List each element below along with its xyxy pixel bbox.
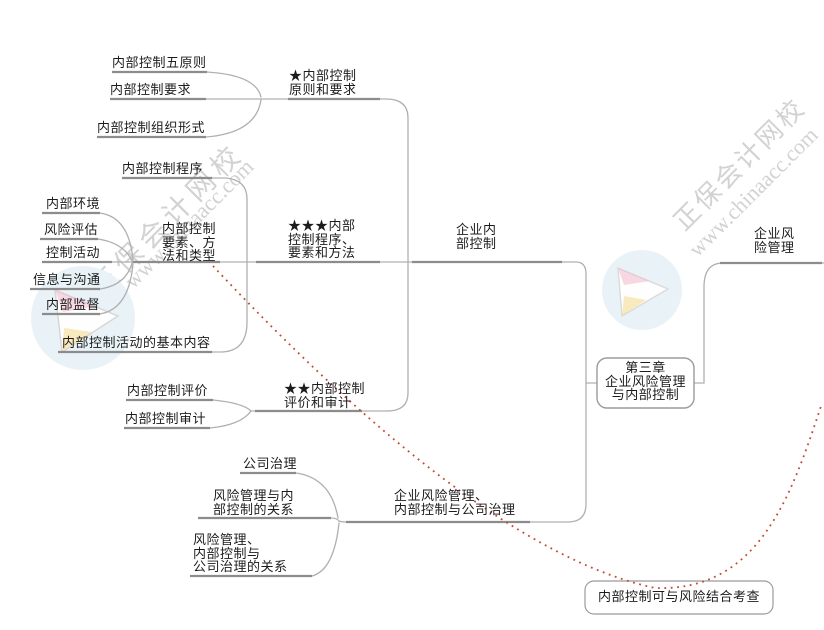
node-control-activities: 控制活动 bbox=[46, 245, 101, 260]
node-enterprise-internal-control: 企业内 部控制 bbox=[456, 222, 497, 251]
node-control-audit: 内部控制审计 bbox=[125, 411, 207, 426]
node-governance-parent: 企业风险管理、 内部控制与公司治理 bbox=[394, 488, 516, 517]
node-info-communication: 信息与沟通 bbox=[33, 272, 101, 287]
node-procedures-parent: ★★★内部 控制程序、 要素和方法 bbox=[288, 218, 356, 261]
node-risk-ic-gov-relation: 风险管理、 内部控制与 公司治理的关系 bbox=[193, 532, 288, 575]
node-control-procedure: 内部控制程序 bbox=[122, 161, 204, 176]
node-internal-environment: 内部环境 bbox=[46, 196, 101, 211]
root-node-box bbox=[596, 357, 695, 409]
watermark-logo-icon bbox=[31, 266, 135, 370]
note-box bbox=[584, 580, 774, 615]
note-label: 内部控制可与风险结合考查 bbox=[597, 589, 760, 604]
node-risk-assessment: 风险评估 bbox=[44, 222, 99, 237]
node-basic-content: 内部控制活动的基本内容 bbox=[62, 335, 211, 350]
node-five-principles: 内部控制五原则 bbox=[112, 55, 207, 70]
node-principles-parent: ★内部控制 原则和要求 bbox=[289, 68, 357, 97]
relationship-dotted-curve bbox=[212, 265, 823, 589]
node-elements-methods-types: 内部控制 要素、方 法和类型 bbox=[162, 221, 217, 264]
node-risk-ic-relation: 风险管理与内 部控制的关系 bbox=[213, 488, 295, 517]
root-node-label: 第三章 企业风险管理 与内部控制 bbox=[604, 360, 686, 403]
node-control-evaluation: 内部控制评价 bbox=[127, 383, 209, 398]
node-corporate-governance: 公司治理 bbox=[243, 456, 298, 471]
node-internal-supervision: 内部监督 bbox=[46, 297, 101, 312]
branch-connectors bbox=[97, 71, 824, 577]
watermark-logo-icon bbox=[602, 250, 682, 330]
node-underlines bbox=[30, 70, 822, 578]
node-evaluation-parent: ★★内部控制 评价和审计 bbox=[284, 381, 366, 410]
node-organization-forms: 内部控制组织形式 bbox=[97, 120, 206, 135]
node-enterprise-risk-management: 企业风 险管理 bbox=[754, 226, 795, 255]
node-control-requirements: 内部控制要求 bbox=[110, 82, 192, 97]
